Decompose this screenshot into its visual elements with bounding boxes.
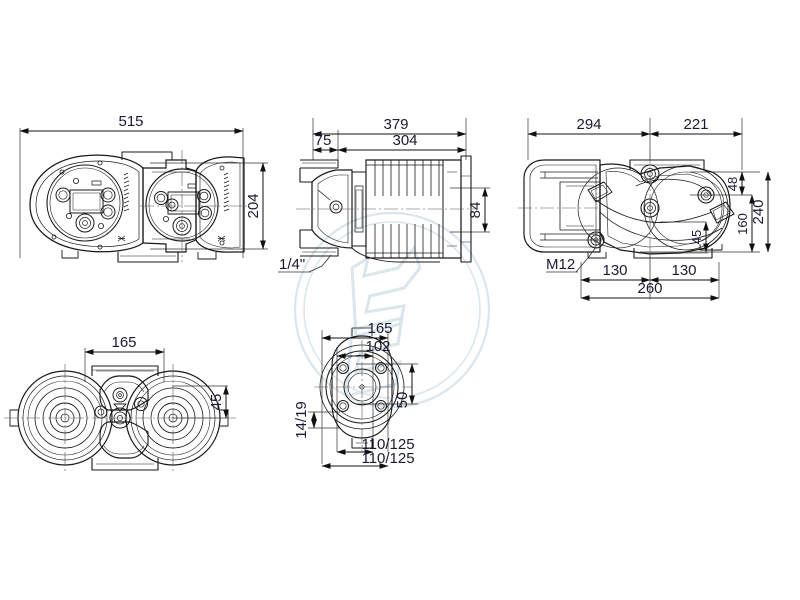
dim-label-body-width: 165 bbox=[111, 334, 136, 351]
view-bottom-left bbox=[4, 348, 236, 472]
dim-label-bolt-hole-size: 14/19 bbox=[293, 401, 310, 439]
dimension-84: 84 bbox=[467, 187, 488, 233]
dim-label-bolt-spacing-left: 130 bbox=[602, 262, 627, 279]
dimension-130-right: 130 bbox=[649, 262, 720, 283]
dim-label-overall-width: 204 bbox=[245, 193, 262, 218]
dim-label-overall-height: 240 bbox=[750, 199, 767, 224]
dimension-379: 379 bbox=[312, 116, 467, 137]
view-top-left bbox=[19, 128, 268, 263]
dimension-160: 160 bbox=[735, 194, 755, 253]
dimension-304: 304 bbox=[337, 132, 467, 153]
dim-label-shaft-height: 84 bbox=[467, 202, 484, 219]
dim-label-base-height: 45 bbox=[689, 230, 704, 244]
dim-label-bolt-span-total: 260 bbox=[637, 280, 662, 297]
annotation-label-air-vent: 1/4" bbox=[279, 256, 305, 273]
dimension-294: 294 bbox=[527, 116, 651, 137]
dim-label-flange-depth: 50 bbox=[394, 392, 411, 409]
dim-label-flange-inner: 102 bbox=[365, 338, 390, 355]
dimension-48: 48 bbox=[725, 171, 745, 196]
view-top-middle bbox=[296, 118, 490, 263]
dim-label-right-width: 221 bbox=[683, 116, 708, 133]
dim-label-bolt-spacing-right: 130 bbox=[671, 262, 696, 279]
dimension-110-125-a: 110/125 bbox=[336, 436, 415, 455]
dimension-165-bottom-left: 165 bbox=[84, 334, 165, 355]
dimension-45-bottom-left: 45 bbox=[208, 385, 229, 419]
dim-label-top-flange-height: 48 bbox=[725, 177, 740, 191]
dimension-240: 240 bbox=[750, 171, 771, 253]
annotation-m12: M12 bbox=[546, 246, 597, 273]
dim-label-center-height: 160 bbox=[735, 213, 750, 235]
dim-label-bolt-circle-b: 110/125 bbox=[361, 450, 414, 467]
dim-label-total-depth: 379 bbox=[383, 116, 408, 133]
dimension-130-left: 130 bbox=[580, 262, 651, 283]
dim-label-flange-offset: 45 bbox=[208, 394, 225, 411]
dimension-260: 260 bbox=[580, 280, 720, 301]
dimension-515: 515 bbox=[19, 113, 244, 134]
dim-label-overall-length: 515 bbox=[118, 113, 143, 130]
dimension-221: 221 bbox=[649, 116, 743, 137]
dimension-50-flange: 50 bbox=[394, 363, 415, 409]
dimension-102-flange: 102 bbox=[336, 338, 391, 359]
annotation-label-m12: M12 bbox=[546, 256, 575, 273]
dim-label-left-width: 294 bbox=[576, 116, 601, 133]
dim-label-bolt-circle-a: 110/125 bbox=[361, 436, 414, 453]
dimension-110-125-b: 110/125 bbox=[321, 450, 415, 469]
dimension-204: 204 bbox=[245, 162, 266, 250]
dimension-45-right: 45 bbox=[689, 221, 709, 253]
dim-label-motor-length: 304 bbox=[392, 132, 417, 149]
annotation-quarter-inch: 1/4" bbox=[278, 254, 332, 273]
dimension-14-19: 14/19 bbox=[293, 401, 317, 439]
dim-label-front-offset: 75 bbox=[315, 132, 332, 149]
dimension-75: 75 bbox=[312, 132, 339, 153]
dim-label-flange-outer: 165 bbox=[367, 320, 392, 337]
dimension-165-flange: 165 bbox=[321, 320, 393, 341]
